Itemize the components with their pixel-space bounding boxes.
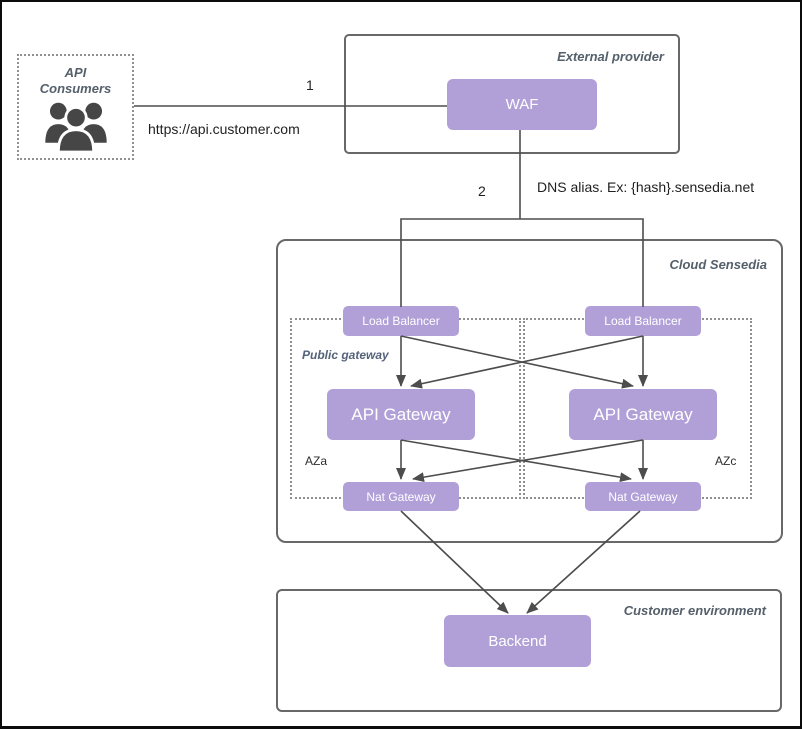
cloud-sensedia-label: Cloud Sensedia <box>669 257 767 272</box>
external-provider-container: External provider <box>344 34 680 154</box>
load-balancer-left-node: Load Balancer <box>343 306 459 336</box>
api-consumers-box: API Consumers <box>17 54 134 160</box>
load-balancer-right-node: Load Balancer <box>585 306 701 336</box>
step2-dns-label: DNS alias. Ex: {hash}.sensedia.net <box>537 179 755 195</box>
azc-label: AZc <box>715 454 737 468</box>
group-icon <box>43 100 109 158</box>
customer-environment-label: Customer environment <box>623 603 766 618</box>
api-gateway-right-node: API Gateway <box>569 389 717 440</box>
backend-node: Backend <box>444 615 591 667</box>
public-gateway-label: Public gateway <box>302 348 389 362</box>
step2-number: 2 <box>478 183 486 199</box>
aza-label: AZa <box>305 454 328 468</box>
step1-number: 1 <box>306 77 314 93</box>
nat-gateway-left-node: Nat Gateway <box>343 482 459 511</box>
step1-url-label: https://api.customer.com <box>148 121 300 137</box>
api-consumers-label: API Consumers <box>39 65 112 96</box>
api-gateway-left-node: API Gateway <box>327 389 475 440</box>
waf-node: WAF <box>447 79 597 130</box>
external-provider-label: External provider <box>557 49 664 64</box>
nat-gateway-right-node: Nat Gateway <box>585 482 701 511</box>
